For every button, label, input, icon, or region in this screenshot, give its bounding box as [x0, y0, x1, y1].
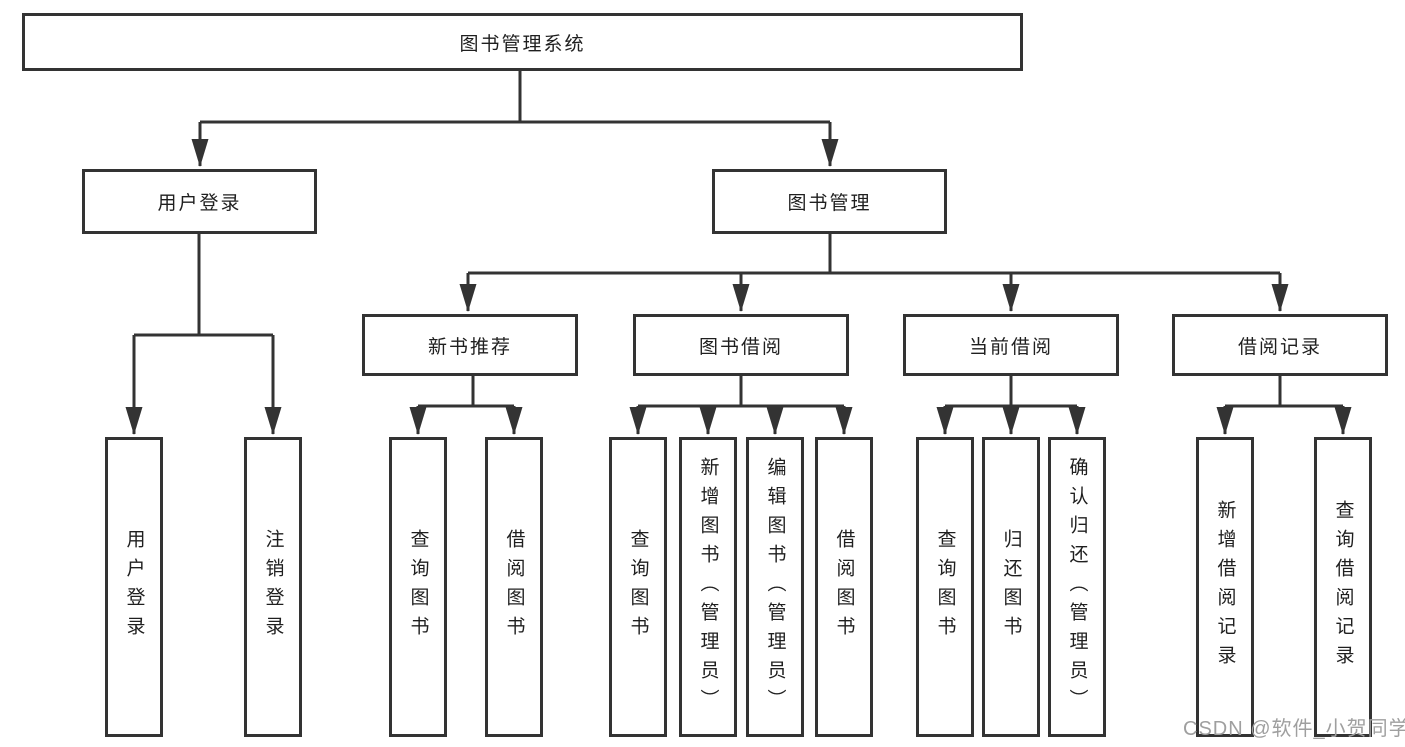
node-new-book-recommend: 新书推荐 [362, 314, 578, 376]
node-book-borrow: 图书借阅 [633, 314, 849, 376]
leaf-add-books-admin: 新增图书（管理员） [679, 437, 737, 737]
node-user-login: 用户登录 [82, 169, 317, 234]
node-borrow-records: 借阅记录 [1172, 314, 1388, 376]
leaf-query-books-recommend: 查询图书 [389, 437, 447, 737]
leaf-query-books-borrow: 查询图书 [609, 437, 667, 737]
csdn-watermark: CSDN @软件_小贺同学 [1183, 718, 1405, 740]
leaf-confirm-return-admin: 确认归还（管理员） [1048, 437, 1106, 737]
leaf-user-login: 用户登录 [105, 437, 163, 737]
leaf-borrow-books: 借阅图书 [815, 437, 873, 737]
leaf-return-books: 归还图书 [982, 437, 1040, 737]
leaf-borrow-books-recommend: 借阅图书 [485, 437, 543, 737]
node-library-management-system: 图书管理系统 [22, 13, 1023, 71]
node-current-borrow: 当前借阅 [903, 314, 1119, 376]
leaf-edit-books-admin: 编辑图书（管理员） [746, 437, 804, 737]
leaf-logout: 注销登录 [244, 437, 302, 737]
leaf-query-borrow-record: 查询借阅记录 [1314, 437, 1372, 737]
leaf-add-borrow-record: 新增借阅记录 [1196, 437, 1254, 737]
node-book-management: 图书管理 [712, 169, 947, 234]
leaf-query-books-current: 查询图书 [916, 437, 974, 737]
